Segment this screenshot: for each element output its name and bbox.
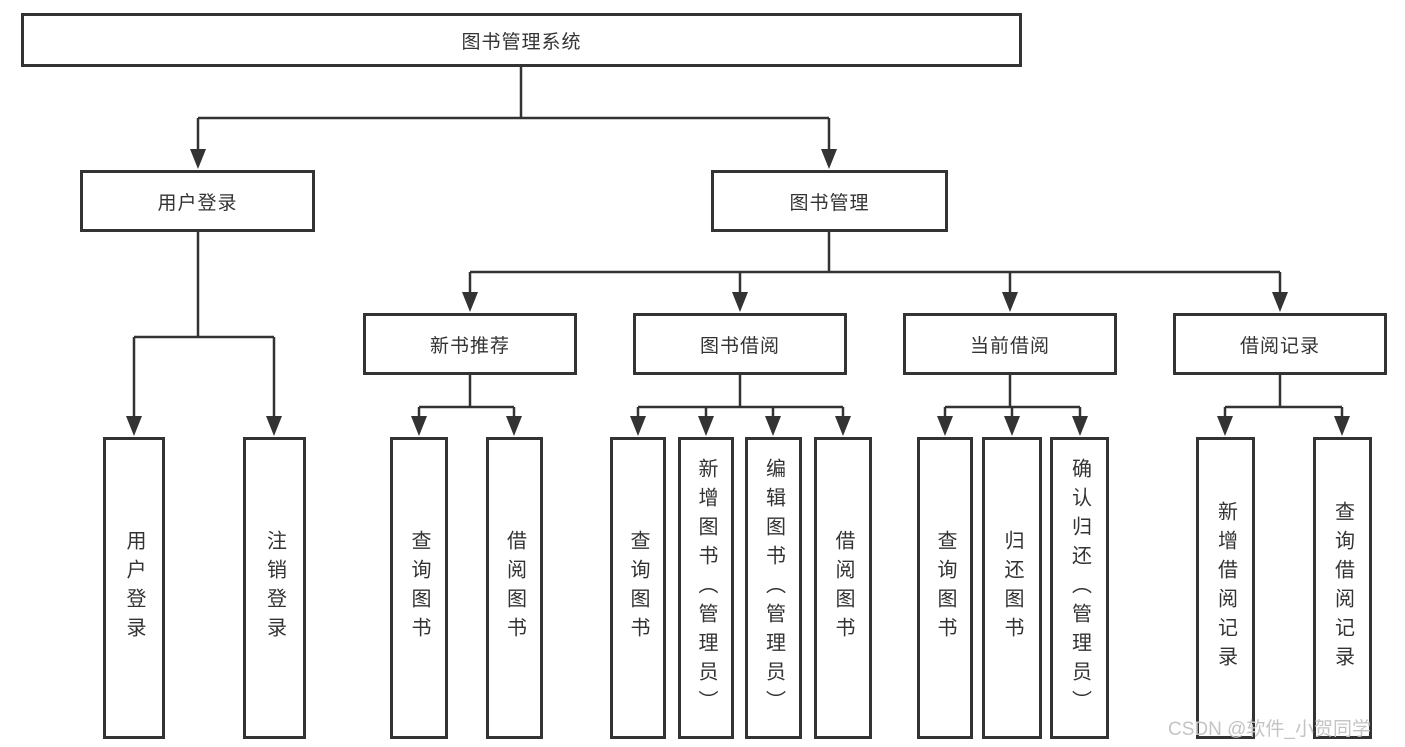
- leaf-logout-label: 注销登录: [263, 530, 286, 646]
- node-root-label: 图书管理系统: [461, 31, 582, 53]
- leaf-user-login: 用户登录: [103, 437, 165, 739]
- leaf-cb-return-books-label: 归还图书: [1001, 530, 1023, 646]
- leaf-cb-query-books: 查询图书: [917, 437, 973, 739]
- leaf-nbr-borrow-books-label: 借阅图书: [503, 530, 526, 646]
- watermark: CSDN @软件_小贺同学: [1168, 719, 1371, 740]
- leaf-bb-borrow-books-label: 借阅图书: [832, 530, 854, 646]
- leaf-cb-confirm-return: 确认归还（管理员）: [1050, 437, 1109, 739]
- node-borrow-records-label: 借阅记录: [1239, 335, 1320, 357]
- node-root: 图书管理系统: [21, 13, 1022, 67]
- leaf-bb-query-books-label: 查询图书: [627, 530, 649, 646]
- node-new-book-recommend: 新书推荐: [363, 313, 577, 375]
- leaf-br-add-record: 新增借阅记录: [1196, 437, 1255, 739]
- leaf-bb-query-books: 查询图书: [610, 437, 666, 739]
- leaf-bb-borrow-books: 借阅图书: [814, 437, 872, 739]
- leaf-cb-query-books-label: 查询图书: [934, 530, 956, 646]
- node-book-management: 图书管理: [711, 170, 948, 232]
- leaf-bb-edit-books: 编辑图书（管理员）: [745, 437, 802, 739]
- leaf-nbr-borrow-books: 借阅图书: [486, 437, 543, 739]
- leaf-br-add-record-label: 新增借阅记录: [1214, 501, 1237, 675]
- leaf-nbr-query-books: 查询图书: [390, 437, 448, 739]
- node-book-management-label: 图书管理: [789, 192, 870, 214]
- leaf-cb-return-books: 归还图书: [982, 437, 1042, 739]
- node-current-borrow: 当前借阅: [903, 313, 1117, 375]
- leaf-bb-edit-books-label: 编辑图书（管理员）: [762, 457, 785, 719]
- node-book-borrow-label: 图书借阅: [699, 335, 780, 357]
- leaf-logout: 注销登录: [243, 437, 306, 739]
- node-current-borrow-label: 当前借阅: [969, 335, 1050, 357]
- node-new-book-recommend-label: 新书推荐: [429, 335, 510, 357]
- node-user-login-label: 用户登录: [157, 192, 238, 214]
- node-book-borrow: 图书借阅: [633, 313, 847, 375]
- leaf-bb-add-books: 新增图书（管理员）: [678, 437, 734, 739]
- leaf-bb-add-books-label: 新增图书（管理员）: [695, 457, 717, 719]
- leaf-cb-confirm-return-label: 确认归还（管理员）: [1068, 457, 1091, 719]
- node-borrow-records: 借阅记录: [1173, 313, 1387, 375]
- leaf-br-query-record: 查询借阅记录: [1313, 437, 1372, 739]
- leaf-user-login-label: 用户登录: [123, 530, 145, 646]
- leaf-nbr-query-books-label: 查询图书: [408, 530, 430, 646]
- leaf-br-query-record-label: 查询借阅记录: [1331, 501, 1354, 675]
- node-user-login: 用户登录: [80, 170, 315, 232]
